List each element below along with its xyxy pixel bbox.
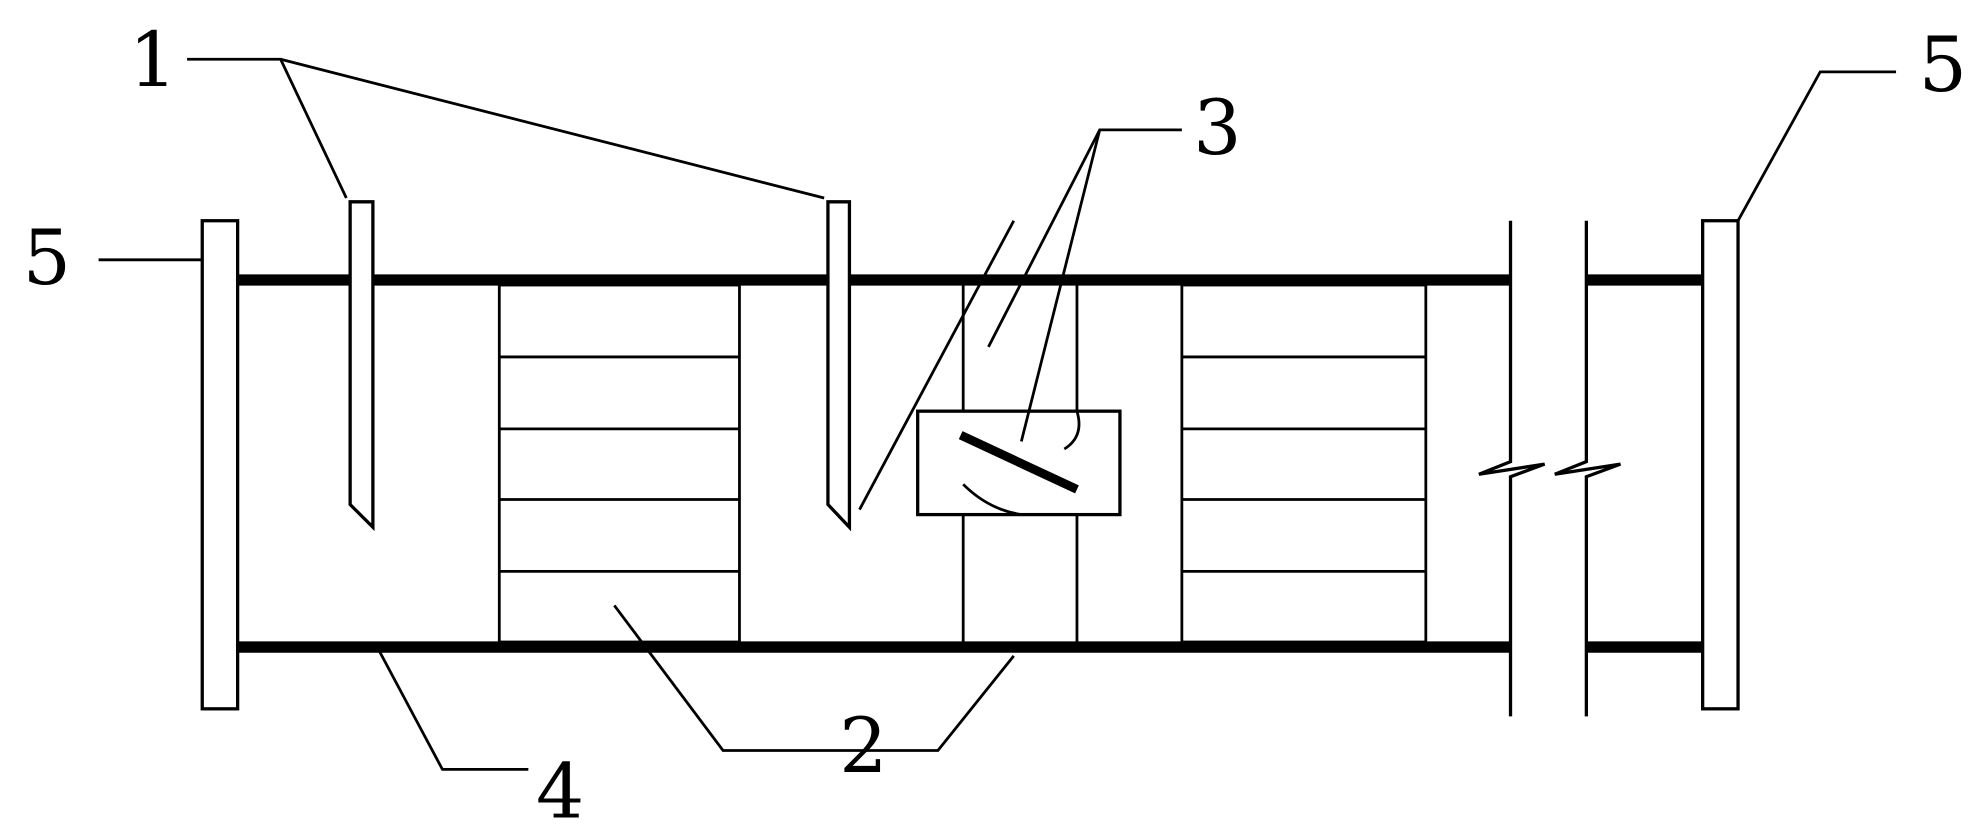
leader-2 <box>613 604 1015 752</box>
damper-indicator-line <box>858 220 1015 511</box>
damper-assembly <box>916 285 1122 642</box>
leader-lines <box>98 57 1897 771</box>
label-probe: 1 <box>129 16 177 104</box>
leader-3 <box>987 128 1182 348</box>
label-duct-wall: 4 <box>536 747 584 835</box>
pitot-probe-1 <box>348 200 375 532</box>
label-flange-right: 5 <box>1919 21 1967 109</box>
label-flange-left: 5 <box>23 214 71 302</box>
leader-3-branch <box>1019 129 1102 442</box>
leader-5-right <box>1736 70 1897 222</box>
duct-walls <box>237 274 1703 653</box>
flow-straightener-2 <box>1180 283 1428 644</box>
damper-blade <box>958 431 1079 494</box>
leader-4 <box>377 650 529 771</box>
flange-right <box>1701 219 1740 711</box>
damper-arc-bottom <box>962 483 1022 516</box>
leader-1-branch <box>280 57 825 200</box>
duct-break-symbol <box>1478 220 1622 717</box>
label-straightener: 2 <box>839 702 887 790</box>
label-damper: 3 <box>1193 84 1241 172</box>
pitot-probe-2 <box>826 200 852 532</box>
flow-straightener-1 <box>497 283 741 644</box>
damper-arc-top <box>1063 410 1081 451</box>
leader-1 <box>187 57 348 199</box>
flange-left <box>200 219 240 711</box>
